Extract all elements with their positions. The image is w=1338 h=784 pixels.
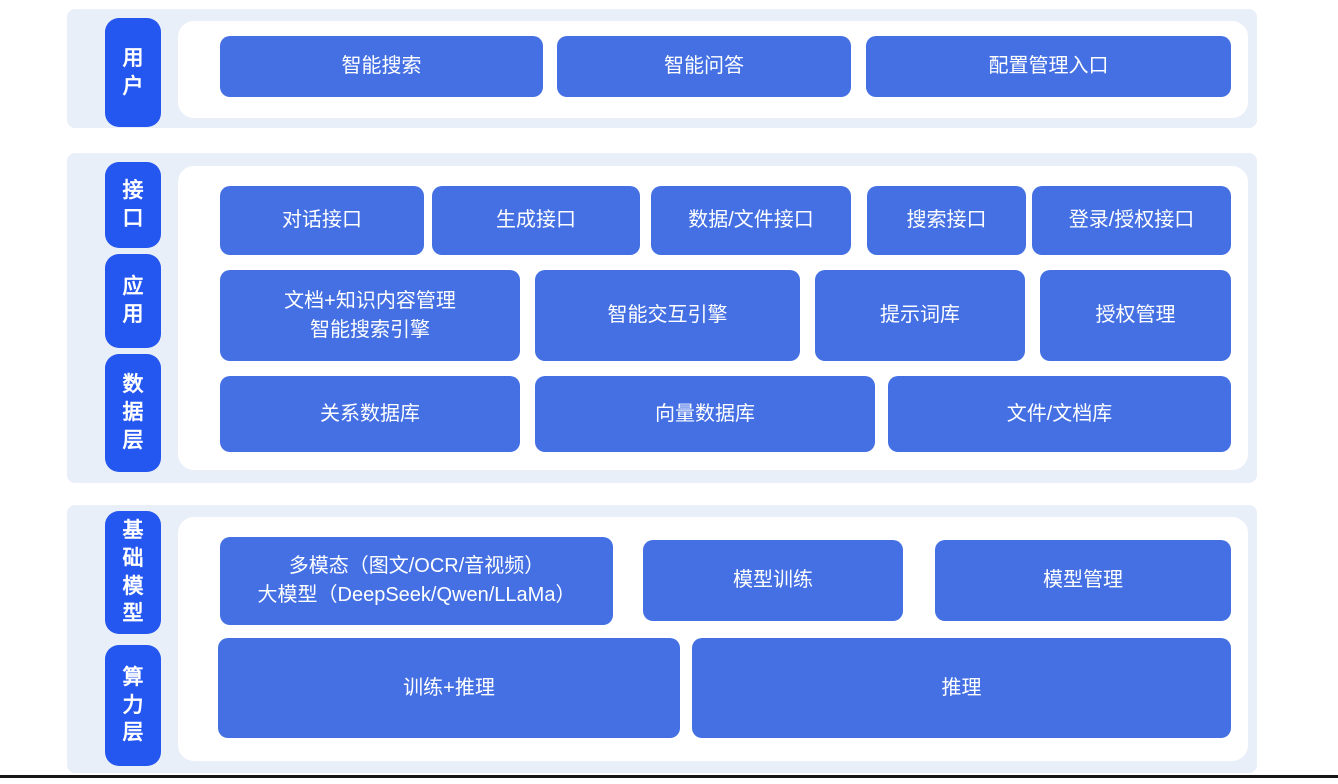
node-dialog-api: 对话接口 — [220, 186, 424, 255]
node-data-file-api: 数据/文件接口 — [651, 186, 851, 255]
node-authorization-management: 授权管理 — [1040, 270, 1231, 361]
layer-label-interface: 接口 — [105, 162, 161, 248]
node-inference: 推理 — [692, 638, 1231, 738]
layer-label-compute-layer: 算力层 — [105, 645, 161, 766]
node-smart-qa: 智能问答 — [557, 36, 851, 97]
node-file-document-store: 文件/文档库 — [888, 376, 1231, 452]
node-multimodal-large-model: 多模态（图文/OCR/音视频） 大模型（DeepSeek/Qwen/LLaMa） — [220, 537, 613, 625]
node-vector-database: 向量数据库 — [535, 376, 875, 452]
layer-label-text: 用户 — [122, 46, 144, 98]
node-config-management-entry: 配置管理入口 — [866, 36, 1231, 97]
node-search-api: 搜索接口 — [867, 186, 1026, 255]
node-prompt-library: 提示词库 — [815, 270, 1025, 361]
node-smart-search: 智能搜索 — [220, 36, 543, 97]
layer-label-text: 数据层 — [122, 373, 144, 452]
node-model-management: 模型管理 — [935, 540, 1231, 621]
layer-label-user: 用户 — [105, 18, 161, 127]
layer-label-application: 应用 — [105, 254, 161, 348]
node-relational-database: 关系数据库 — [220, 376, 520, 452]
layer-label-foundation-model: 基础模型 — [105, 511, 161, 634]
layer-label-text: 算力层 — [122, 665, 144, 745]
node-model-training: 模型训练 — [643, 540, 903, 621]
layer-label-text: 接口 — [122, 179, 144, 230]
node-login-auth-api: 登录/授权接口 — [1032, 186, 1231, 255]
bottom-border-line — [0, 775, 1338, 778]
node-smart-interaction-engine: 智能交互引擎 — [535, 270, 800, 361]
node-doc-knowledge-management-search-engine: 文档+知识内容管理 智能搜索引擎 — [220, 270, 520, 361]
layer-label-data-layer: 数据层 — [105, 354, 161, 472]
layer-label-text: 基础模型 — [122, 519, 144, 626]
node-training-plus-inference: 训练+推理 — [218, 638, 680, 738]
layer-label-text: 应用 — [122, 275, 144, 326]
node-generation-api: 生成接口 — [432, 186, 640, 255]
